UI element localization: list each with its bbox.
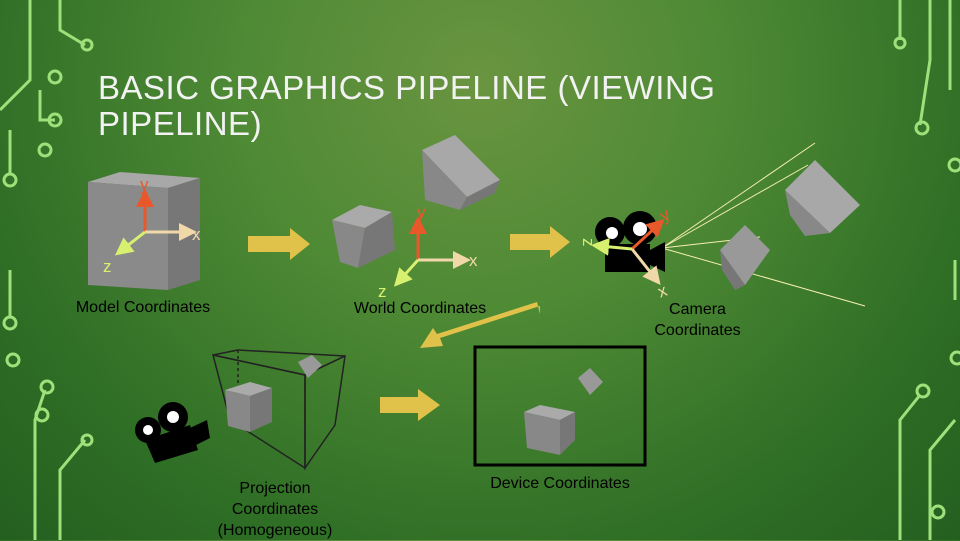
label-world-coordinates: World Coordinates	[353, 300, 487, 317]
model-x-label: x	[192, 225, 201, 244]
camera-cubes	[720, 160, 860, 290]
arrow-projection-to-device	[380, 389, 440, 421]
label-camera-coordinates: Camera Coordinates	[654, 301, 741, 339]
slide-title: BASIC GRAPHICS PIPELINE (VIEWING PIPELIN…	[98, 69, 716, 142]
camera-y-label: y	[657, 205, 674, 226]
world-x-label: x	[469, 251, 478, 270]
projection-camera-icon	[135, 402, 210, 463]
camera-icon	[595, 211, 665, 272]
world-y-label: y	[417, 203, 426, 222]
camera-z-label: z	[579, 238, 598, 247]
label-device-coordinates: Device Coordinates	[490, 475, 630, 492]
projection-cubes	[225, 355, 322, 432]
world-cubes	[332, 135, 500, 268]
arrow-model-to-world	[248, 228, 310, 260]
world-axes	[393, 216, 471, 287]
arrow-world-to-camera	[510, 226, 570, 258]
device-screen	[473, 345, 647, 467]
label-projection-coordinates: Projection Coordinates (Homogeneous)	[217, 480, 333, 539]
pipeline-arrows	[248, 226, 570, 421]
model-z-label: z	[103, 257, 112, 276]
world-z-label: z	[378, 282, 387, 301]
projection-box	[211, 349, 346, 471]
model-axes	[114, 189, 197, 256]
camera-axes	[591, 218, 665, 286]
arrow-camera-to-projection	[420, 302, 540, 348]
label-model-coordinates: Model Coordinates	[75, 299, 211, 316]
model-y-label: y	[140, 175, 149, 194]
